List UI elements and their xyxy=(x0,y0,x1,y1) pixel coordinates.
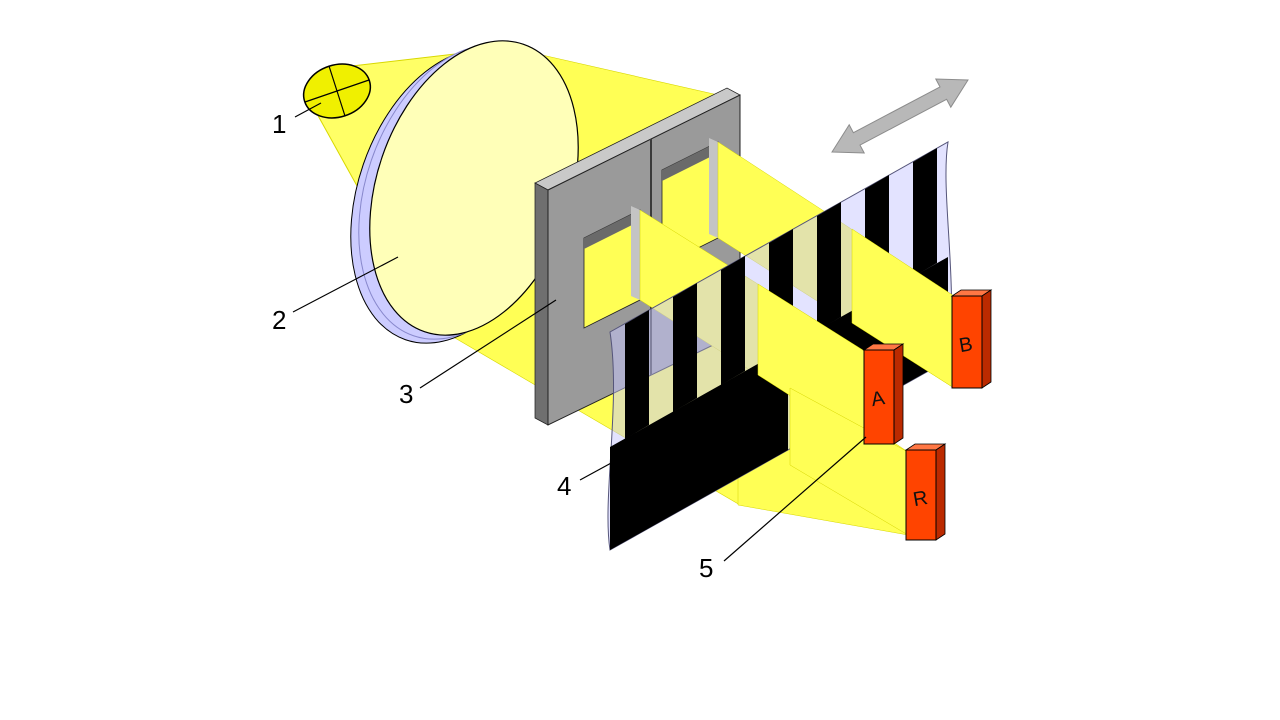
light-source xyxy=(302,63,372,119)
detector-b-side xyxy=(981,289,992,389)
leader-line-5 xyxy=(723,436,867,562)
detector-b: B xyxy=(950,289,993,389)
callout-2-lens: 2 xyxy=(272,305,286,335)
mask-window-1-bevel-top xyxy=(584,210,640,249)
detector-a: A xyxy=(862,343,905,445)
detector-r-front xyxy=(905,449,937,541)
callout-1-light-source: 1 xyxy=(272,109,286,139)
detector-a-front xyxy=(863,349,895,445)
code-strip-bar xyxy=(673,283,697,412)
detector-r-label: R xyxy=(911,487,929,511)
detector-a-label: A xyxy=(869,387,887,411)
callout-4-code-strip: 4 xyxy=(557,471,571,501)
detector-r-side xyxy=(935,443,946,541)
detector-r: R xyxy=(904,443,947,541)
mask-window-2-bevel-top xyxy=(662,142,718,181)
code-strip-bar xyxy=(817,202,841,331)
lamp-cross-icon xyxy=(304,65,370,117)
code-strip-bar xyxy=(625,310,649,439)
leader-line-2 xyxy=(292,256,399,313)
detector-b-label: B xyxy=(957,333,974,357)
leader-line-1 xyxy=(294,102,322,118)
mask-left-face xyxy=(534,182,549,426)
leader-line-4 xyxy=(579,461,614,481)
callout-5-detectors: 5 xyxy=(699,553,713,583)
code-strip-bar xyxy=(913,148,937,277)
detector-a-side xyxy=(893,343,904,445)
code-strip-bar xyxy=(721,256,745,385)
mask-window-1-bevel-right xyxy=(631,206,640,300)
leader-line-3 xyxy=(419,299,557,389)
callout-3-mask: 3 xyxy=(399,379,413,409)
lens xyxy=(350,40,579,344)
motion-arrow-icon xyxy=(831,78,969,154)
detector-b-front xyxy=(951,295,983,389)
index-track-left xyxy=(610,347,788,550)
mask-window-2-bevel-right xyxy=(709,138,718,238)
